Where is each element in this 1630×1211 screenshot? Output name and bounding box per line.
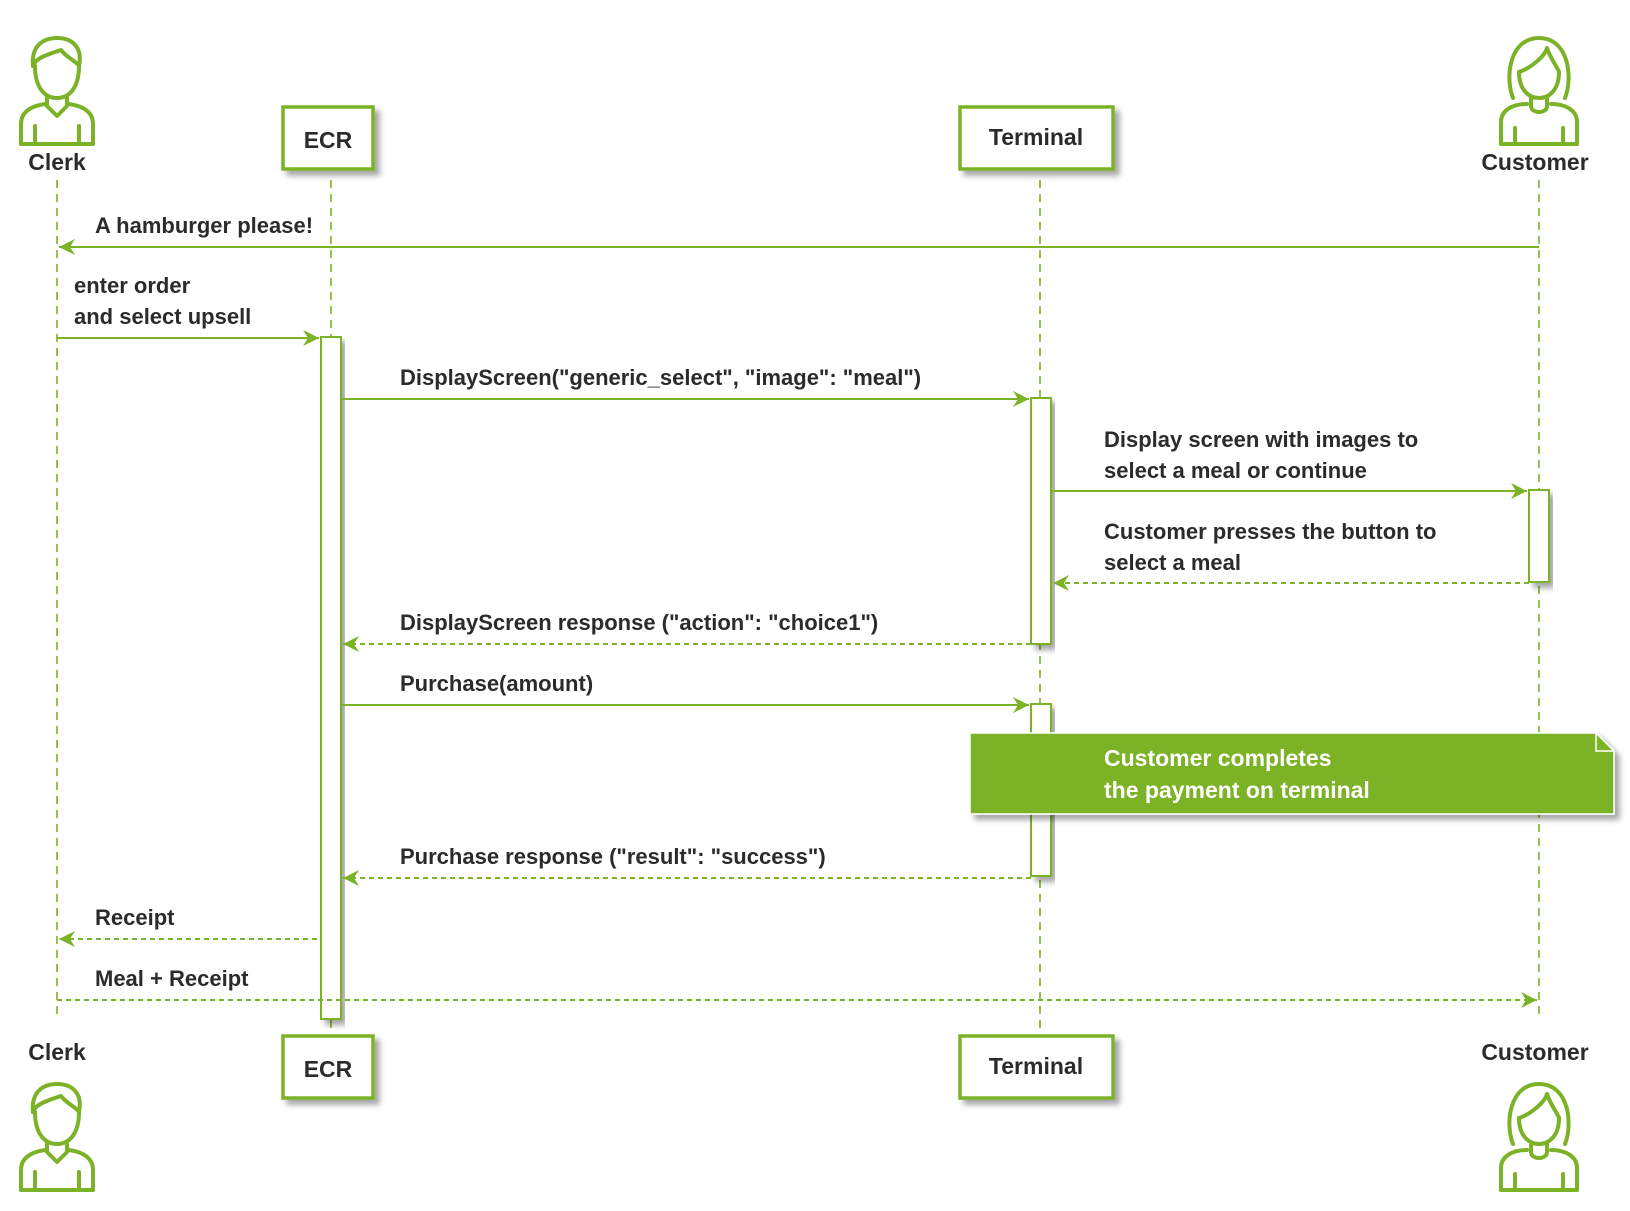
customer-activation-bar bbox=[1528, 489, 1550, 583]
message-label: Receipt bbox=[95, 905, 175, 930]
note-label: the payment on terminal bbox=[1104, 777, 1370, 803]
message-hamburger-request: A hamburger please! bbox=[59, 213, 1539, 255]
ecr-participant-top: ECR bbox=[281, 105, 375, 171]
ecr-label: ECR bbox=[304, 127, 353, 153]
customer-label: Customer bbox=[1481, 149, 1588, 175]
message-customer-presses: Customer presses the button to select a … bbox=[1053, 519, 1529, 591]
message-display-screen-response: DisplayScreen response ("action": "choic… bbox=[343, 610, 1031, 652]
message-label: select a meal or continue bbox=[1104, 458, 1367, 483]
message-label: select a meal bbox=[1104, 550, 1241, 575]
message-display-screen: DisplayScreen("generic_select", "image":… bbox=[341, 365, 1029, 407]
message-label: A hamburger please! bbox=[95, 213, 313, 238]
message-label: Display screen with images to bbox=[1104, 427, 1418, 452]
message-label: Customer presses the button to bbox=[1104, 519, 1436, 544]
terminal-participant-bottom: Terminal bbox=[958, 1034, 1115, 1100]
payment-note: Customer completes the payment on termin… bbox=[969, 732, 1615, 815]
terminal-activation-bar bbox=[1030, 397, 1052, 645]
message-purchase: Purchase(amount) bbox=[341, 671, 1029, 713]
terminal-label: Terminal bbox=[989, 124, 1083, 150]
clerk-actor-bottom: Clerk bbox=[19, 1039, 95, 1192]
customer-label: Customer bbox=[1481, 1039, 1588, 1065]
message-enter-order: enter order and select upsell bbox=[57, 273, 319, 346]
female-user-icon bbox=[1499, 1082, 1579, 1192]
message-purchase-response: Purchase response ("result": "success") bbox=[343, 844, 1031, 886]
customer-actor-top: Customer bbox=[1481, 36, 1589, 175]
note-label: Customer completes bbox=[1104, 745, 1332, 771]
terminal-participant-top: Terminal bbox=[958, 105, 1115, 171]
clerk-actor-top: Clerk bbox=[19, 36, 95, 175]
female-user-icon bbox=[1499, 36, 1579, 146]
message-label: enter order bbox=[74, 273, 191, 298]
message-label: Meal + Receipt bbox=[95, 966, 249, 991]
customer-actor-bottom: Customer bbox=[1481, 1039, 1589, 1192]
male-user-icon bbox=[19, 36, 95, 146]
male-user-icon bbox=[19, 1082, 95, 1192]
message-meal-receipt: Meal + Receipt bbox=[57, 966, 1537, 1008]
ecr-activation-bar bbox=[320, 336, 342, 1020]
message-label: and select upsell bbox=[74, 304, 251, 329]
clerk-label: Clerk bbox=[28, 1039, 86, 1065]
message-display-images: Display screen with images to select a m… bbox=[1051, 427, 1527, 499]
message-label: Purchase(amount) bbox=[400, 671, 593, 696]
clerk-label: Clerk bbox=[28, 149, 86, 175]
message-label: DisplayScreen response ("action": "choic… bbox=[400, 610, 878, 635]
terminal-label: Terminal bbox=[989, 1053, 1083, 1079]
message-label: DisplayScreen("generic_select", "image":… bbox=[400, 365, 921, 390]
ecr-label: ECR bbox=[304, 1056, 353, 1082]
message-receipt: Receipt bbox=[59, 905, 317, 947]
message-label: Purchase response ("result": "success") bbox=[400, 844, 826, 869]
ecr-participant-bottom: ECR bbox=[281, 1034, 375, 1100]
